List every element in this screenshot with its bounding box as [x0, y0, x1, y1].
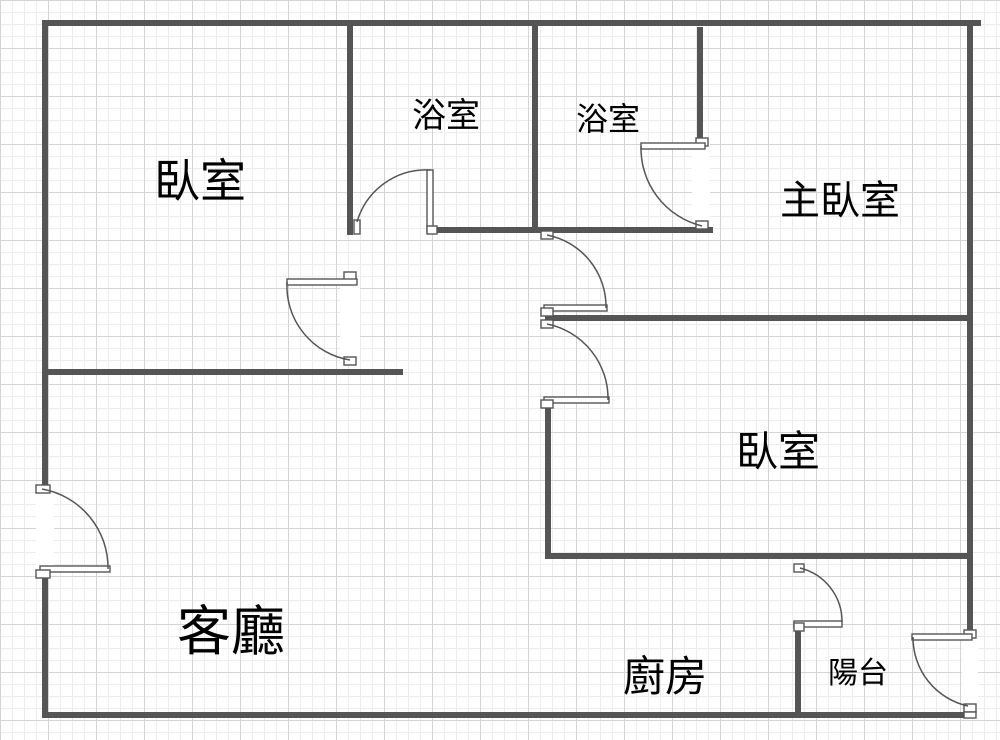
bedroom-nw-label: 臥室 — [154, 154, 246, 208]
door-bathroom-2 — [640, 137, 710, 230]
balcony-label: 陽台 — [828, 656, 888, 691]
walls — [42, 20, 981, 718]
door-bedroom-e — [540, 319, 610, 409]
living-room-label: 客廳 — [177, 600, 285, 663]
door-master-bedroom — [540, 230, 608, 317]
bathroom-1-label: 浴室 — [412, 96, 480, 136]
door-balcony-kitchen — [793, 563, 843, 632]
door-balcony-outer — [911, 629, 978, 719]
room-labels: 臥室 浴室 浴室 主臥室 臥室 客廳 廚房 陽台 — [154, 96, 900, 701]
master-bedroom-label: 主臥室 — [780, 178, 900, 224]
kitchen-label: 廚房 — [623, 652, 707, 701]
door-entrance — [35, 484, 111, 579]
bedroom-e-label: 臥室 — [736, 427, 820, 476]
door-bedroom-nw — [286, 271, 360, 366]
bathroom-2-label: 浴室 — [576, 100, 640, 138]
door-bathroom-1 — [353, 169, 438, 235]
